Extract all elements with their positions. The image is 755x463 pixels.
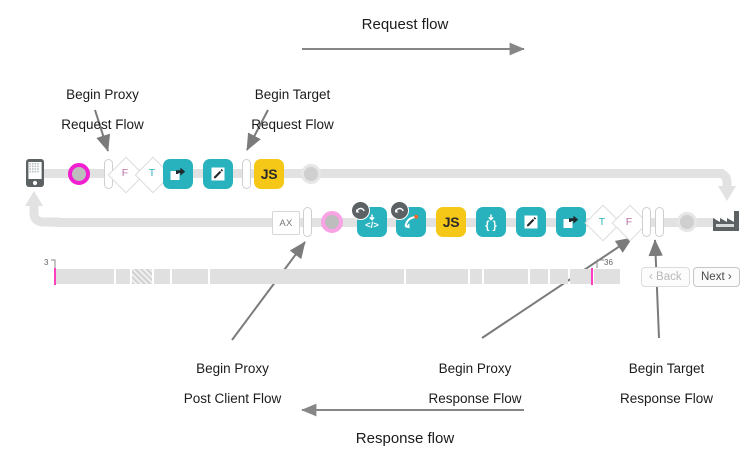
target-response-flow-pill[interactable] bbox=[655, 207, 664, 237]
target-request-flow-pill[interactable] bbox=[242, 158, 251, 189]
js-label: JS bbox=[260, 165, 278, 182]
anno-line2: Response Flow bbox=[619, 391, 714, 406]
anno-line1: Begin Proxy bbox=[66, 87, 139, 102]
timeline-segment[interactable] bbox=[406, 269, 468, 284]
proxy-post-client-pill[interactable] bbox=[303, 207, 312, 237]
anno-line2: Request Flow bbox=[251, 117, 334, 132]
request-flow-label: Request flow bbox=[361, 16, 449, 33]
anno-line2: Post Client Flow bbox=[183, 391, 282, 406]
response-start-dot[interactable] bbox=[677, 212, 697, 232]
timeline-segment[interactable] bbox=[594, 269, 620, 284]
anno-line2: Request Flow bbox=[61, 117, 144, 132]
undo-arrow-icon bbox=[390, 201, 409, 220]
share-arrow-icon bbox=[170, 167, 186, 180]
timeline-segment[interactable] bbox=[550, 269, 568, 284]
annotation-begin-proxy-post-client-flow: Begin Proxy Post Client Flow bbox=[155, 346, 295, 421]
timeline-left-tick-label: 3 bbox=[44, 258, 49, 267]
timeline-cursor-right[interactable] bbox=[591, 268, 593, 285]
analytics-ax-box[interactable]: AX bbox=[272, 211, 300, 235]
condition-true-label-2: T bbox=[598, 215, 606, 228]
share-arrow-icon bbox=[563, 215, 579, 228]
annotation-begin-proxy-response-flow: Begin Proxy Response Flow bbox=[400, 346, 535, 421]
route-policy-chip[interactable] bbox=[163, 158, 193, 189]
request-start-ring[interactable] bbox=[68, 162, 90, 185]
timeline-segment[interactable] bbox=[116, 269, 130, 284]
code-tags-icon: </> bbox=[365, 214, 379, 231]
post-client-ring[interactable] bbox=[321, 211, 343, 233]
svg-text:{ }: { } bbox=[485, 219, 497, 231]
anno-line1: Begin Target bbox=[628, 361, 705, 376]
assign-message-response-chip[interactable] bbox=[516, 207, 546, 237]
timeline-scrubber[interactable] bbox=[52, 268, 622, 285]
timeline-segment[interactable] bbox=[210, 269, 404, 284]
js-label: JS bbox=[442, 214, 460, 230]
condition-false-label-2: F bbox=[625, 215, 633, 228]
anno-line1: Begin Proxy bbox=[438, 361, 512, 376]
proxy-response-flow-pill[interactable] bbox=[642, 207, 651, 237]
svg-text:</>: </> bbox=[365, 220, 379, 231]
next-button[interactable]: Next › bbox=[693, 267, 740, 287]
timeline-segment[interactable] bbox=[172, 269, 208, 284]
anno-line1: Begin Target bbox=[254, 87, 331, 102]
anno-line2: Response Flow bbox=[428, 391, 522, 406]
anno-line1: Begin Proxy bbox=[196, 361, 269, 376]
back-button[interactable]: ‹ Back bbox=[641, 267, 690, 287]
timeline-segment[interactable] bbox=[470, 269, 482, 284]
annotation-begin-proxy-request-flow: Begin Proxy Request Flow bbox=[30, 72, 160, 147]
annotation-begin-target-request-flow: Begin Target Request Flow bbox=[220, 72, 350, 147]
pencil-icon bbox=[524, 215, 538, 229]
json-policy-chip[interactable]: { } bbox=[476, 207, 506, 237]
timeline-cursor-left[interactable] bbox=[54, 268, 56, 285]
timeline-segment[interactable] bbox=[154, 269, 170, 284]
annotation-begin-target-response-flow: Begin Target Response Flow bbox=[590, 346, 728, 421]
javascript-response-chip[interactable]: JS bbox=[436, 207, 466, 237]
curved-arrow-icon bbox=[404, 214, 419, 229]
request-end-dot[interactable] bbox=[301, 163, 321, 184]
timeline-segment[interactable] bbox=[570, 269, 592, 284]
client-mobile-device-icon bbox=[24, 157, 46, 189]
timeline-segment[interactable] bbox=[56, 269, 114, 284]
timeline-hatch-segment[interactable] bbox=[132, 269, 152, 284]
route-response-chip[interactable] bbox=[556, 207, 586, 237]
timeline-segment[interactable] bbox=[530, 269, 548, 284]
undo-arrow-icon bbox=[351, 201, 370, 220]
target-factory-icon bbox=[711, 208, 741, 234]
condition-true-label: T bbox=[148, 167, 156, 179]
request-flow-rail bbox=[44, 169, 724, 178]
assign-message-chip[interactable] bbox=[203, 158, 233, 189]
braces-icon: { } bbox=[485, 214, 498, 231]
response-flow-label: Response flow bbox=[355, 430, 455, 447]
pencil-icon bbox=[211, 167, 225, 180]
condition-false-label: F bbox=[121, 167, 129, 179]
javascript-policy-chip[interactable]: JS bbox=[254, 158, 284, 189]
flow-callout-chip[interactable] bbox=[390, 201, 426, 237]
timeline-right-tick-label: 36 bbox=[604, 258, 613, 267]
xml-policy-chip[interactable]: </> bbox=[351, 201, 387, 237]
timeline-segment[interactable] bbox=[484, 269, 528, 284]
